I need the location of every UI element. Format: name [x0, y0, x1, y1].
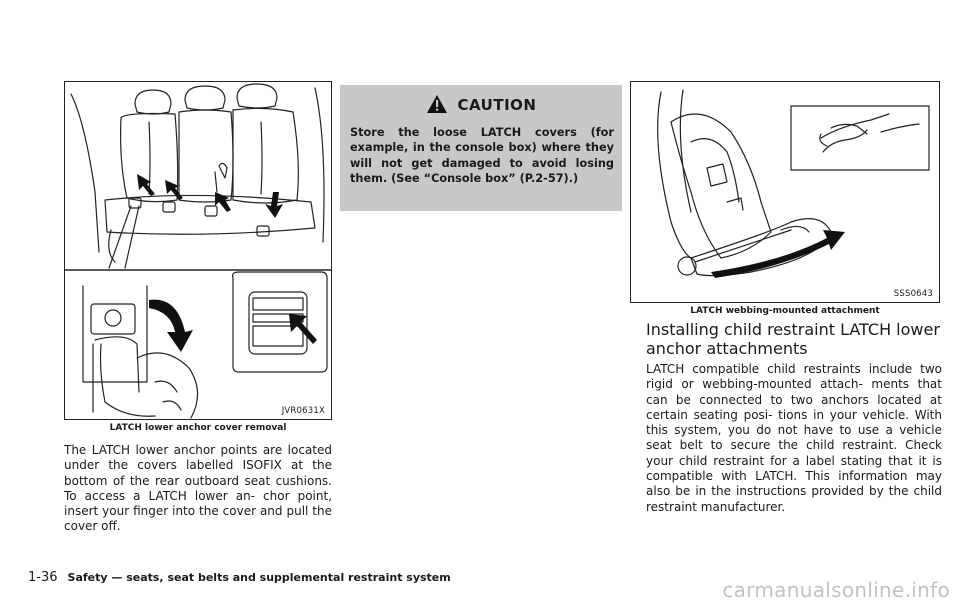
page-number: 1-36 — [28, 570, 58, 585]
footer-section-title: Safety — seats, seat belts and supplemen… — [67, 571, 451, 584]
figure-caption: LATCH lower anchor cover removal — [109, 423, 287, 433]
figure-code: SSS0643 — [893, 289, 933, 299]
watermark: carmanualsonline.info — [722, 578, 950, 602]
section-heading: Installing child restraint LATCH lower a… — [646, 320, 940, 358]
child-seat-illustration — [657, 89, 930, 278]
body-paragraph: The LATCH lower anchor points are locate… — [64, 443, 332, 534]
caution-title-text: CAUTION — [457, 96, 537, 114]
caution-box: CAUTION Store the loose LATCH covers (fo… — [340, 85, 622, 211]
page-footer: 1-36 Safety — seats, seat belts and suppl… — [28, 570, 451, 585]
latch-cover-figure: JVR0631X — [64, 81, 332, 420]
latch-webbing-figure: SSS0643 — [630, 81, 940, 303]
figure-caption: LATCH webbing-mounted attachment — [690, 306, 880, 316]
warning-triangle-icon — [426, 94, 448, 118]
caution-text: Store the loose LATCH covers (for exampl… — [350, 126, 614, 186]
rear-seat-illustration — [65, 83, 331, 419]
section-body: LATCH compatible child restraints includ… — [646, 362, 942, 514]
figure-code: JVR0631X — [281, 406, 325, 416]
caution-title: CAUTION — [340, 94, 622, 118]
